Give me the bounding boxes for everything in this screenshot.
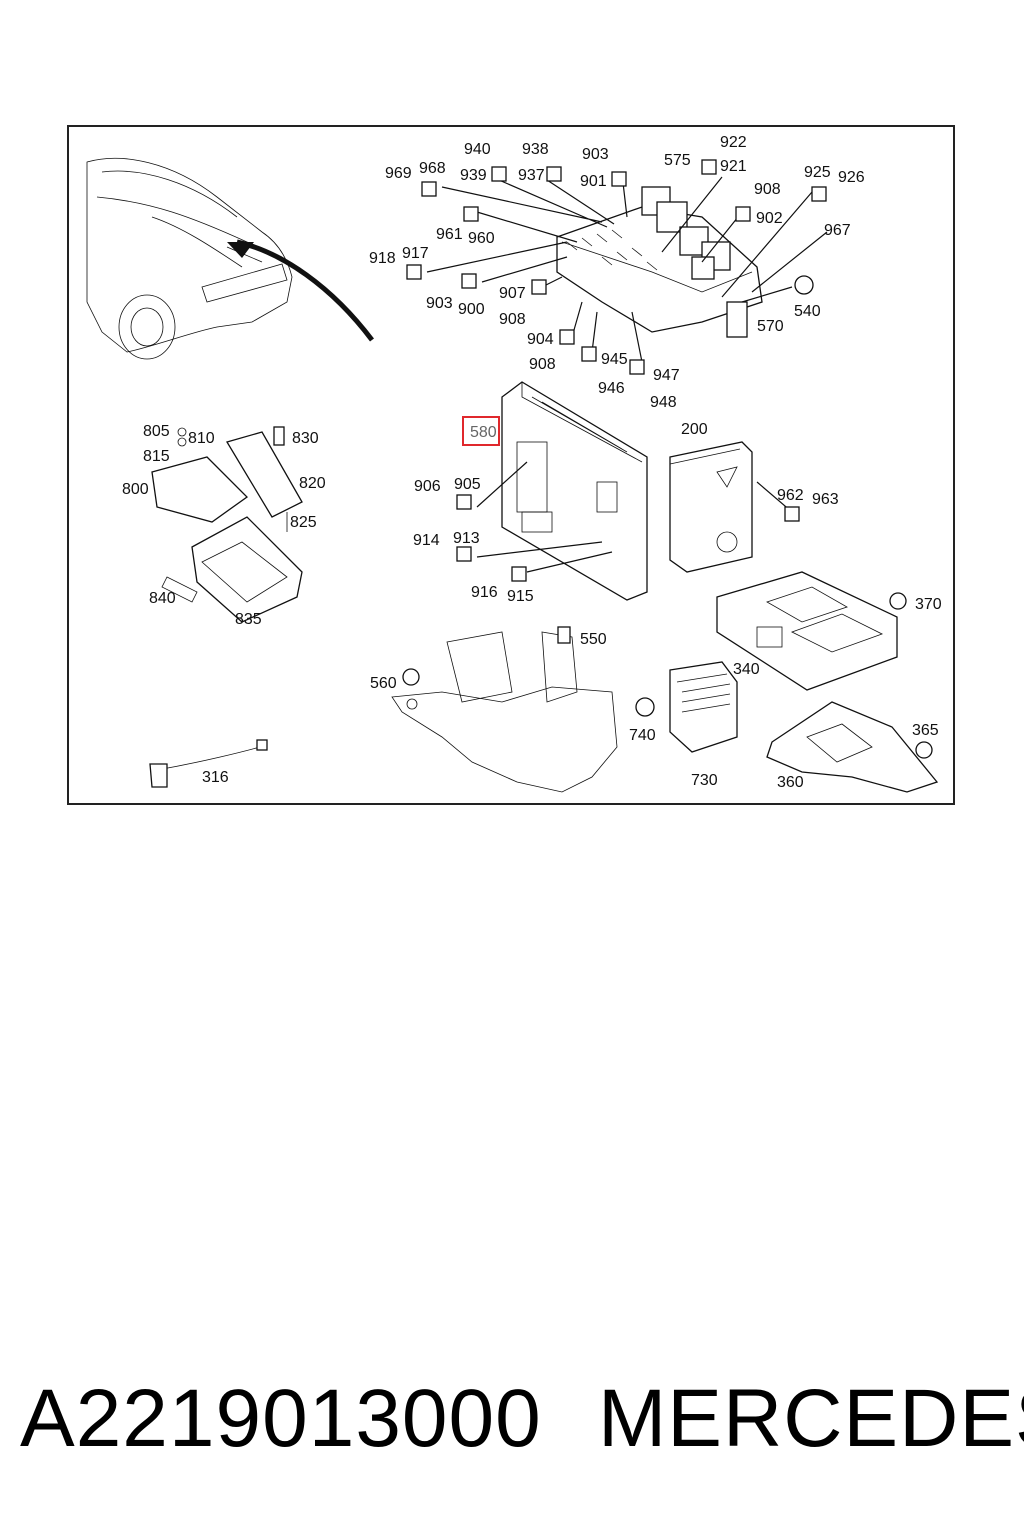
callout: 740 [629, 727, 656, 744]
callout: 940 [464, 141, 491, 158]
callout: 938 [522, 141, 549, 158]
callout: 960 [468, 230, 495, 247]
callout: 908 [499, 311, 526, 328]
fuse-relay-box [556, 186, 763, 338]
callout: 903 [426, 295, 453, 312]
callout: 200 [681, 421, 708, 438]
callout-580: 580 [470, 424, 497, 441]
callout: 902 [756, 210, 783, 227]
exploded-view-drawing: 580 940 938 903 575 922 969 968 939 937 … [86, 134, 942, 793]
callout: 961 [436, 226, 463, 243]
callout: 939 [460, 167, 487, 184]
callout: 967 [824, 222, 851, 239]
callout: 901 [580, 173, 607, 190]
brand-name: MERCEDES [598, 1373, 1024, 1464]
callout: 922 [720, 134, 747, 151]
callout: 575 [664, 152, 691, 169]
callout: 908 [529, 356, 556, 373]
callout: 904 [527, 331, 554, 348]
left-assembly-800-835 [151, 427, 303, 623]
callout: 340 [733, 661, 760, 678]
callout: 370 [915, 596, 942, 613]
callout: 907 [499, 285, 526, 302]
callout: 937 [518, 167, 545, 184]
callout: 948 [650, 394, 677, 411]
callout: 906 [414, 478, 441, 495]
callout: 917 [402, 245, 429, 262]
callout: 316 [202, 769, 229, 786]
callout-labels: 940 938 903 575 922 969 968 939 937 901 … [122, 134, 942, 791]
callout: 825 [290, 514, 317, 531]
callout: 968 [419, 160, 446, 177]
control-module-580 [501, 381, 648, 601]
callout: 815 [143, 448, 170, 465]
callout: 805 [143, 423, 170, 440]
callout: 560 [370, 675, 397, 692]
callout: 800 [122, 481, 149, 498]
module-730 [669, 661, 738, 753]
callout: 365 [912, 722, 939, 739]
callout: 550 [580, 631, 607, 648]
bracket-360 [766, 701, 939, 793]
highlight-box-580 [462, 416, 500, 446]
module-200 [669, 441, 753, 573]
callout: 810 [188, 430, 215, 447]
callout: 945 [601, 351, 628, 368]
callout: 962 [777, 487, 804, 504]
callout: 908 [754, 181, 781, 198]
callout: 820 [299, 475, 326, 492]
callout: 835 [235, 611, 262, 628]
callout: 969 [385, 165, 412, 182]
callout: 570 [757, 318, 784, 335]
callout: 926 [838, 169, 865, 186]
car-rear-illustration [86, 157, 374, 360]
callout: 918 [369, 250, 396, 267]
callout: 730 [691, 772, 718, 789]
parts-diagram: 580 940 938 903 575 922 969 968 939 937 … [67, 125, 955, 805]
small-part-icons [273, 159, 933, 759]
bracket-550 [391, 631, 618, 793]
module-340 [716, 571, 898, 691]
callout: 830 [292, 430, 319, 447]
callout: 914 [413, 532, 440, 549]
callout: 903 [582, 146, 609, 163]
callout: 900 [458, 301, 485, 318]
callout: 921 [720, 158, 747, 175]
part-number: A2219013000 [20, 1373, 542, 1464]
callout: 905 [454, 476, 481, 493]
callout: 915 [507, 588, 534, 605]
callout: 916 [471, 584, 498, 601]
callout: 913 [453, 530, 480, 547]
callout: 925 [804, 164, 831, 181]
callout: 963 [812, 491, 839, 508]
leader-lines [426, 173, 828, 573]
cable-316 [149, 739, 268, 788]
callout: 947 [653, 367, 680, 384]
product-caption: A2219013000 MERCEDES [20, 1372, 1024, 1482]
callout: 946 [598, 380, 625, 397]
callout: 840 [149, 590, 176, 607]
callout: 360 [777, 774, 804, 791]
callout: 540 [794, 303, 821, 320]
